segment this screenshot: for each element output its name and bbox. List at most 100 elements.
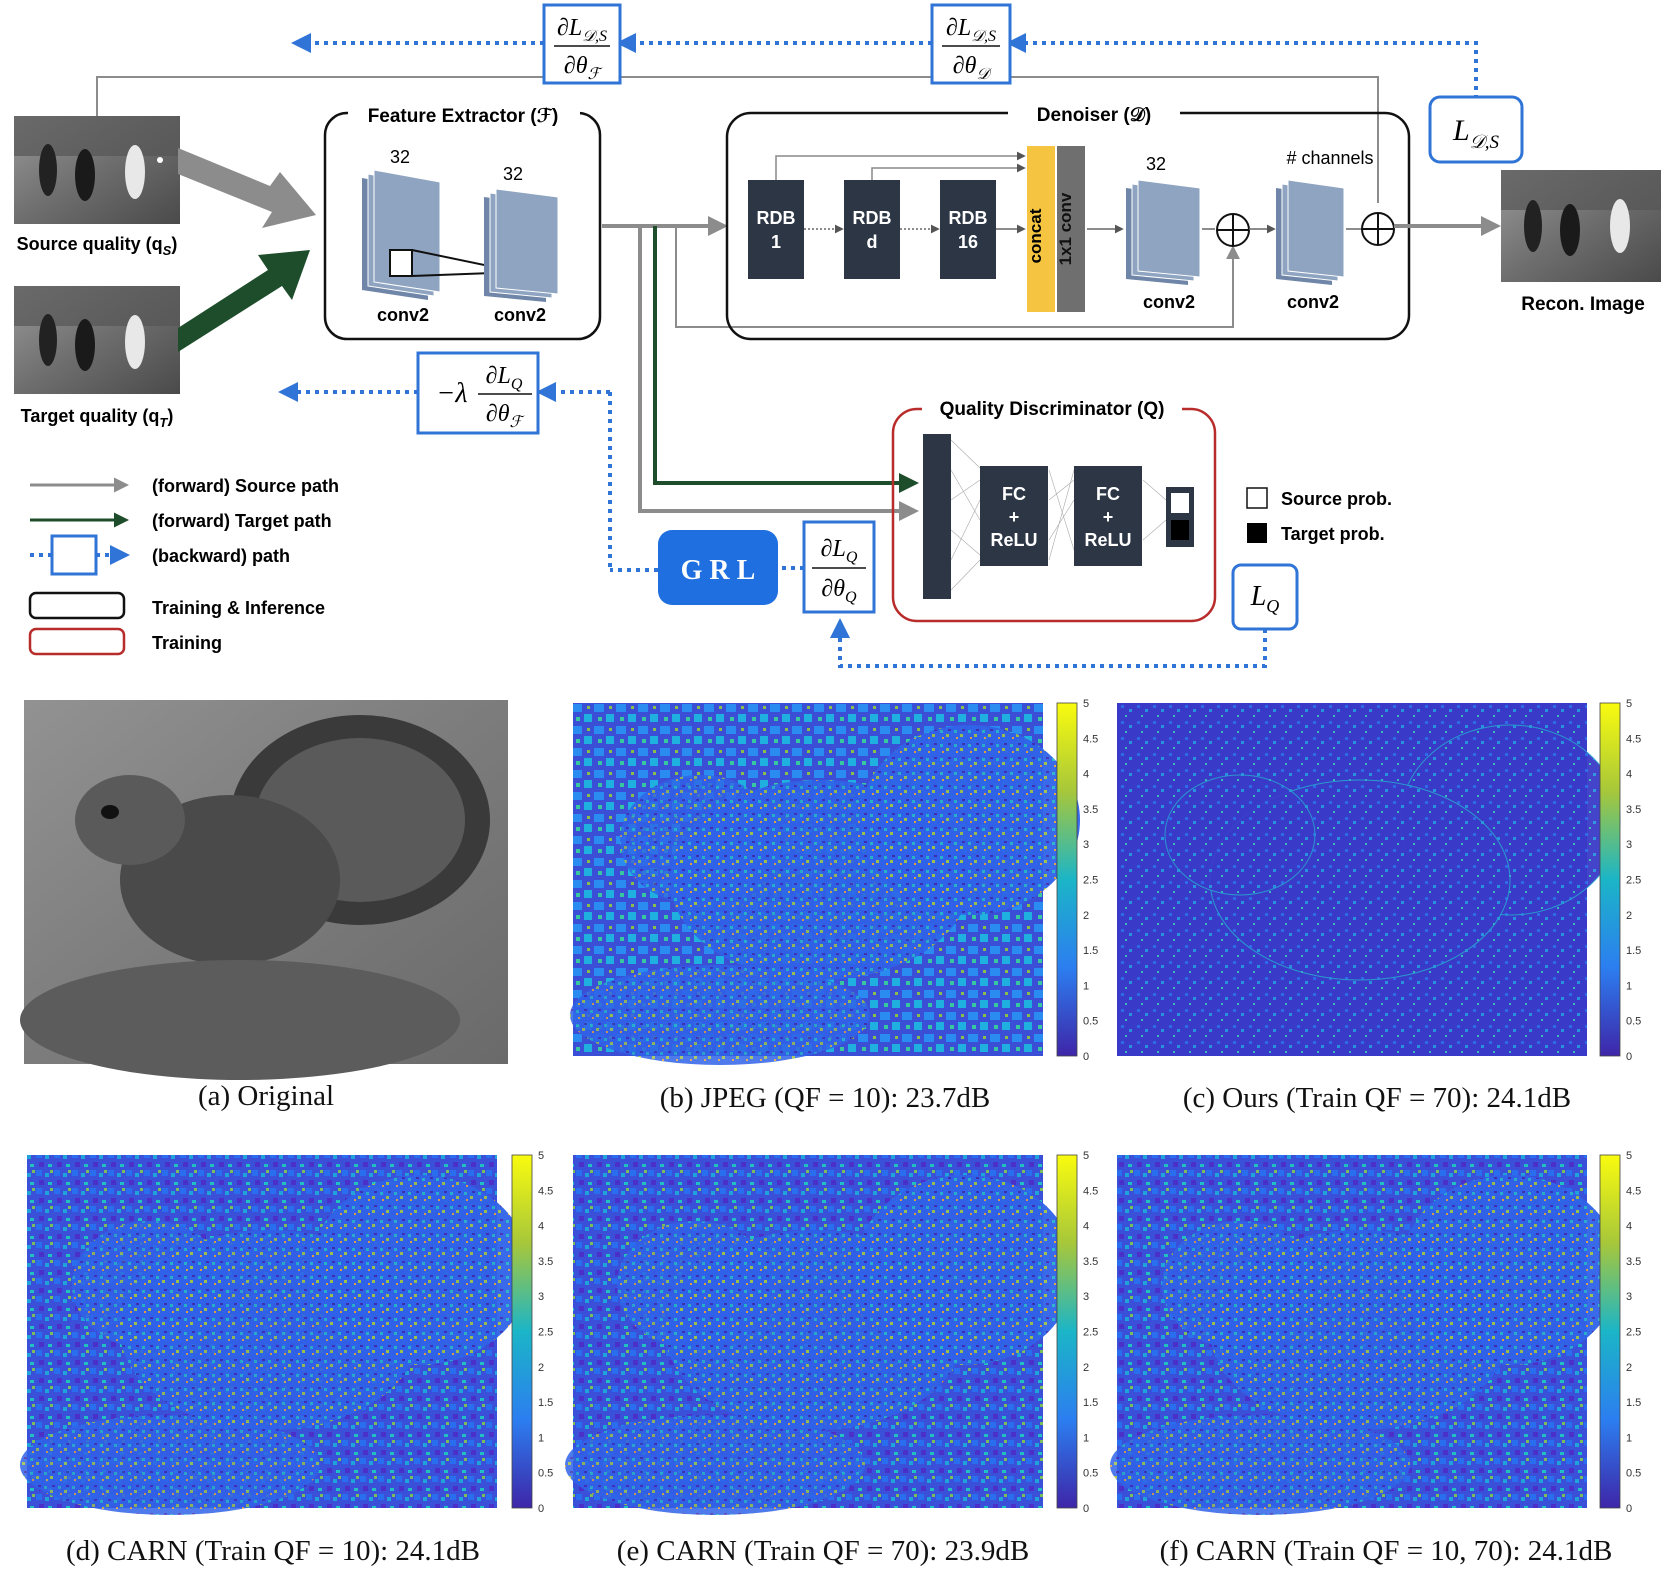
- svg-text:∂LQ: ∂LQ: [821, 536, 858, 566]
- svg-text:LQ: LQ: [1250, 581, 1280, 616]
- heatmap-jpeg: [570, 703, 1080, 1065]
- caption-e: (e) CARN (Train QF = 70): 23.9dB: [616, 1535, 1030, 1567]
- colorbar-tick-label: 1: [1083, 980, 1089, 992]
- source-to-discriminator-arrow: [638, 226, 919, 521]
- colorbar-c: [1599, 702, 1621, 1057]
- target-input-image: [14, 286, 180, 394]
- colorbar-tick-label: 2.5: [1083, 875, 1098, 887]
- colorbar-tick-label: 5: [1626, 1150, 1632, 1162]
- denoiser-conv-b-label: conv2: [1287, 292, 1339, 312]
- colorbar-tick-label: 4: [538, 1221, 544, 1233]
- colorbar-tick-label: 3: [538, 1291, 544, 1303]
- colorbar-tick-label: 2: [1626, 1362, 1632, 1374]
- svg-text:+: +: [1009, 507, 1020, 527]
- target-quality-label: Target quality (qT): [21, 406, 174, 430]
- svg-text:ReLU: ReLU: [990, 530, 1037, 550]
- rdb-d-block: RDB d: [844, 180, 900, 279]
- colorbar-tick-label: 5: [538, 1150, 544, 1162]
- svg-text:concat: concat: [1026, 208, 1045, 263]
- feature-extractor-title: Feature Extractor (ℱ): [368, 106, 559, 127]
- svg-text:∂θQ: ∂θQ: [821, 576, 857, 606]
- disc-input-block: [923, 434, 951, 599]
- legend-train-inference-swatch: [28, 591, 126, 620]
- denoiser-conv-a-label: conv2: [1143, 292, 1195, 312]
- grl-block: G R L: [658, 530, 778, 605]
- colorbar-tick-label: 4: [1626, 769, 1632, 781]
- colorbar-tick-label: 0.5: [1083, 1016, 1098, 1028]
- svg-text:1: 1: [771, 232, 781, 252]
- colorbar-tick-label: 4.5: [1083, 1185, 1098, 1197]
- svg-text:∂θℱ: ∂θℱ: [564, 53, 604, 83]
- loss-discriminator-box: LQ: [1231, 563, 1299, 631]
- legend-training-label: Training: [152, 633, 222, 653]
- target-prob-label: Target prob.: [1281, 524, 1385, 544]
- backward-path-loss-q: [830, 618, 1267, 668]
- source-input-arrow: [178, 148, 316, 228]
- colorbar-tick-label: 5: [1626, 698, 1632, 710]
- heatmap-carn-10: [20, 1155, 530, 1515]
- colorbar-tick-label: 2.5: [1626, 1327, 1641, 1339]
- colorbar-tick-label: 3: [1626, 1291, 1632, 1303]
- colorbar-tick-label: 0.5: [1083, 1468, 1098, 1480]
- target-prob-swatch: [1247, 523, 1267, 543]
- disc-output-probs: [1166, 487, 1194, 547]
- colorbar-tick-label: 2: [1083, 1362, 1089, 1374]
- colorbar-tick-label: 3.5: [1626, 804, 1641, 816]
- colorbar-e: [1056, 1154, 1078, 1509]
- target-input-arrow: [178, 250, 310, 352]
- colorbar-tick-label: 2: [1626, 910, 1632, 922]
- svg-text:1x1 conv: 1x1 conv: [1056, 192, 1075, 265]
- gradient-box-feature: ∂L𝒟,S ∂θℱ: [542, 3, 622, 85]
- colorbar-tick-label: 1: [538, 1432, 544, 1444]
- svg-text:G R L: G R L: [681, 555, 756, 586]
- fe-layer2-label: conv2: [494, 305, 546, 325]
- original-squirrel-image: [20, 700, 508, 1080]
- svg-text:FC: FC: [1002, 484, 1026, 504]
- colorbar-tick-label: 1.5: [1626, 1397, 1641, 1409]
- colorbar-b: [1056, 702, 1078, 1057]
- fc-relu-block-1: FC + ReLU: [980, 466, 1048, 566]
- colorbar-tick-label: 1: [1626, 1432, 1632, 1444]
- svg-text:d: d: [867, 232, 878, 252]
- svg-text:FC: FC: [1096, 484, 1120, 504]
- colorbar-tick-label: 3.5: [1083, 1256, 1098, 1268]
- svg-text:ReLU: ReLU: [1084, 530, 1131, 550]
- gradient-box-discriminator: ∂LQ ∂θQ: [802, 520, 876, 614]
- colorbar-tick-label: 3: [1083, 839, 1089, 851]
- denoiser-conv-b-channels: # channels: [1286, 148, 1373, 168]
- fe-layer1-channels: 32: [390, 147, 410, 167]
- colorbar-tick-label: 1: [1626, 980, 1632, 992]
- colorbar-tick-label: 1: [1083, 1432, 1089, 1444]
- discriminator-title: Quality Discriminator (Q): [940, 399, 1165, 420]
- legend-train-inference-label: Training & Inference: [152, 598, 325, 618]
- colorbar-tick-label: 4.5: [1626, 733, 1641, 745]
- legend-source-path-label: (forward) Source path: [152, 476, 339, 496]
- colorbar-tick-label: 3.5: [1626, 1256, 1641, 1268]
- svg-text:∂L𝒟,S: ∂L𝒟,S: [946, 15, 996, 45]
- legend-target-path-label: (forward) Target path: [152, 511, 332, 531]
- heatmap-carn-10-70: [1110, 1155, 1620, 1515]
- svg-text:+: +: [1103, 507, 1114, 527]
- colorbar-tick-label: 3: [1626, 839, 1632, 851]
- colorbar-tick-label: 2.5: [1083, 1327, 1098, 1339]
- gradient-box-reversed: −λ ∂LQ ∂θℱ: [416, 351, 540, 435]
- denoiser-conv-a-stack: [1126, 179, 1201, 285]
- colorbar-tick-label: 2.5: [538, 1327, 553, 1339]
- fc-relu-block-2: FC + ReLU: [1074, 466, 1142, 566]
- legend-training-swatch: [28, 627, 126, 656]
- add-node-2: [1361, 212, 1395, 246]
- colorbar-tick-label: 0.5: [1626, 1468, 1641, 1480]
- disc-connections: [950, 439, 1167, 591]
- caption-f: (f) CARN (Train QF = 10, 70): 24.1dB: [1159, 1535, 1613, 1567]
- colorbar-tick-label: 3.5: [1083, 804, 1098, 816]
- colorbar-tick-label: 3: [1083, 1291, 1089, 1303]
- source-prob-label: Source prob.: [1281, 489, 1392, 509]
- svg-text:RDB: RDB: [757, 208, 796, 228]
- colorbar-tick-label: 1.5: [538, 1397, 553, 1409]
- conv1x1-block: 1x1 conv: [1056, 146, 1085, 312]
- svg-text:∂θℱ: ∂θℱ: [486, 401, 526, 431]
- recon-image-label: Recon. Image: [1521, 294, 1645, 315]
- caption-c: (c) Ours (Train QF = 70): 24.1dB: [1182, 1082, 1572, 1114]
- loss-denoiser-box: L𝒟,S: [1428, 95, 1524, 164]
